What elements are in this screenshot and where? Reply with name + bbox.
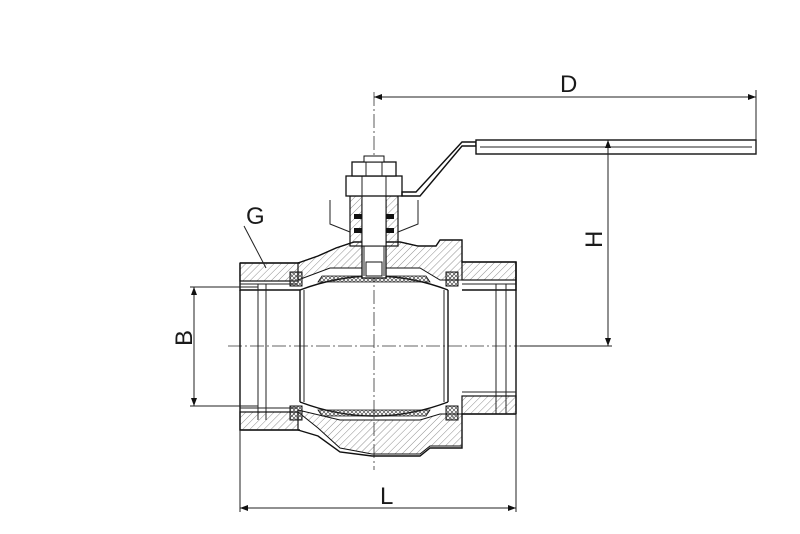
dimension-d-label: D (560, 71, 577, 98)
dimension-d: D (374, 71, 757, 154)
dimension-b: B (171, 286, 258, 407)
valve-stem (329, 195, 419, 279)
dimension-h: H (520, 140, 612, 347)
dimension-b-label: B (171, 330, 198, 346)
stem-nut (345, 155, 403, 197)
lever-handle (401, 139, 757, 197)
dimension-g: G (243, 203, 267, 269)
packing-rings (354, 214, 394, 233)
dimension-g-label: G (246, 203, 265, 230)
dimension-l: L (239, 414, 517, 512)
dimension-l-label: L (380, 483, 393, 510)
dimension-h-label: H (581, 231, 608, 248)
valve-body-lower (239, 290, 517, 457)
valve-ball (289, 271, 459, 421)
